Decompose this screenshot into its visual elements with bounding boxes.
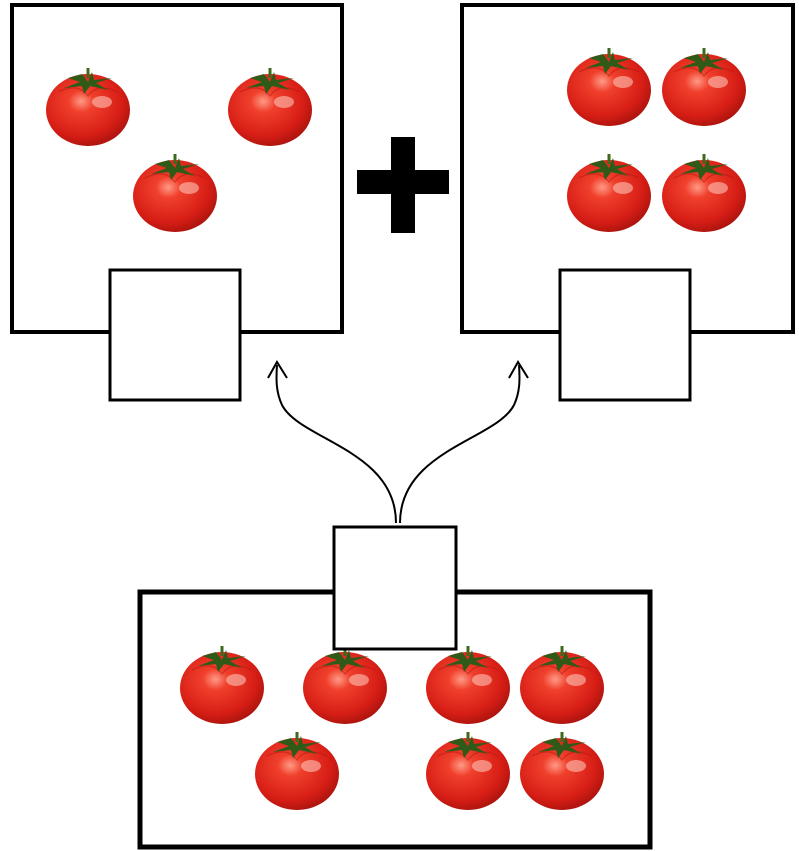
arrowhead-left-icon — [267, 360, 288, 379]
left-answer-box[interactable] — [108, 268, 242, 402]
arrow-to-left — [275, 364, 397, 524]
arrowhead-right-icon — [508, 360, 529, 379]
plus-icon — [357, 137, 449, 233]
total-answer-box[interactable] — [332, 525, 458, 651]
arrow-to-right — [399, 364, 521, 524]
right-answer-box[interactable] — [558, 268, 692, 402]
connector-arrows — [267, 360, 529, 524]
